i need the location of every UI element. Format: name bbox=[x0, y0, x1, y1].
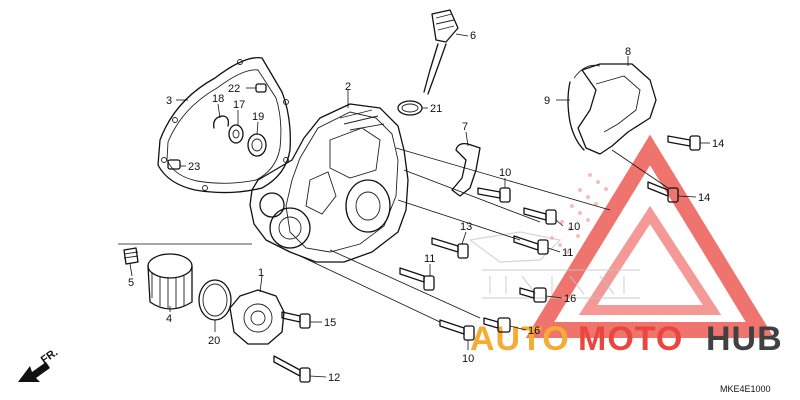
callout-12: 12 bbox=[328, 372, 340, 384]
callout-18: 18 bbox=[212, 93, 224, 105]
callout-10-upper: 10 bbox=[499, 167, 511, 179]
dowel-pin-bottom bbox=[167, 159, 181, 170]
watermark-triangle bbox=[525, 134, 775, 338]
callout-9: 9 bbox=[544, 95, 550, 107]
callout-20: 20 bbox=[208, 335, 220, 347]
callout-17: 17 bbox=[233, 99, 245, 111]
filter-cover-part bbox=[229, 289, 285, 345]
watermark-halftone bbox=[550, 173, 608, 254]
callout-7: 7 bbox=[462, 121, 468, 133]
dipstick-part bbox=[423, 9, 459, 95]
watermark-text-auto: AUTO bbox=[470, 320, 570, 358]
callout-2: 2 bbox=[345, 81, 351, 93]
bracket-7-part bbox=[451, 142, 481, 197]
callout-11-right: 11 bbox=[562, 247, 573, 259]
callout-labels: 1 2 3 4 5 6 7 8 9 10 10 10 11 11 12 13 1… bbox=[128, 30, 724, 384]
callout-3: 3 bbox=[166, 95, 172, 107]
callout-10-lower: 10 bbox=[462, 353, 474, 365]
dowel-pin-top bbox=[255, 83, 267, 93]
o-ring-21 bbox=[397, 100, 423, 116]
callout-13: 13 bbox=[460, 221, 472, 233]
washer-part bbox=[228, 124, 244, 144]
oil-seal-part bbox=[247, 133, 267, 157]
crankcase-cover-part bbox=[249, 103, 409, 263]
callout-8: 8 bbox=[625, 46, 631, 58]
callout-1: 1 bbox=[258, 267, 264, 279]
arrow-fr-icon bbox=[18, 362, 50, 382]
circlip-part bbox=[213, 115, 230, 129]
callout-10-mid: 10 bbox=[568, 221, 580, 233]
gasket-part bbox=[157, 57, 291, 194]
callout-14-lower: 14 bbox=[698, 192, 710, 204]
callout-4: 4 bbox=[166, 313, 172, 325]
direction-indicator: FR. bbox=[18, 346, 60, 382]
chain-guard-part bbox=[567, 63, 657, 155]
callout-16-lower: 16 bbox=[528, 325, 540, 337]
watermark-text-hub: HUB bbox=[706, 320, 783, 358]
callout-15: 15 bbox=[324, 317, 336, 329]
callout-21: 21 bbox=[430, 103, 442, 115]
callout-16-upper: 16 bbox=[564, 293, 576, 305]
o-ring-20 bbox=[198, 279, 232, 321]
callout-5: 5 bbox=[128, 277, 134, 289]
diagram-code: MKE4E1000 bbox=[720, 384, 771, 394]
callout-14-upper: 14 bbox=[712, 138, 724, 150]
spring-part bbox=[123, 247, 139, 265]
leader-lines bbox=[118, 33, 710, 378]
callout-19: 19 bbox=[252, 111, 264, 123]
oil-filter-part bbox=[147, 253, 193, 310]
watermark-text-moto: MOTO bbox=[578, 320, 683, 358]
callout-22: 22 bbox=[228, 83, 240, 95]
watermark-logo: AUTO MOTO HUB bbox=[468, 134, 783, 358]
direction-label: FR. bbox=[39, 346, 60, 366]
callout-6: 6 bbox=[470, 30, 476, 42]
callout-23: 23 bbox=[188, 161, 200, 173]
callout-11-left: 11 bbox=[424, 253, 435, 265]
